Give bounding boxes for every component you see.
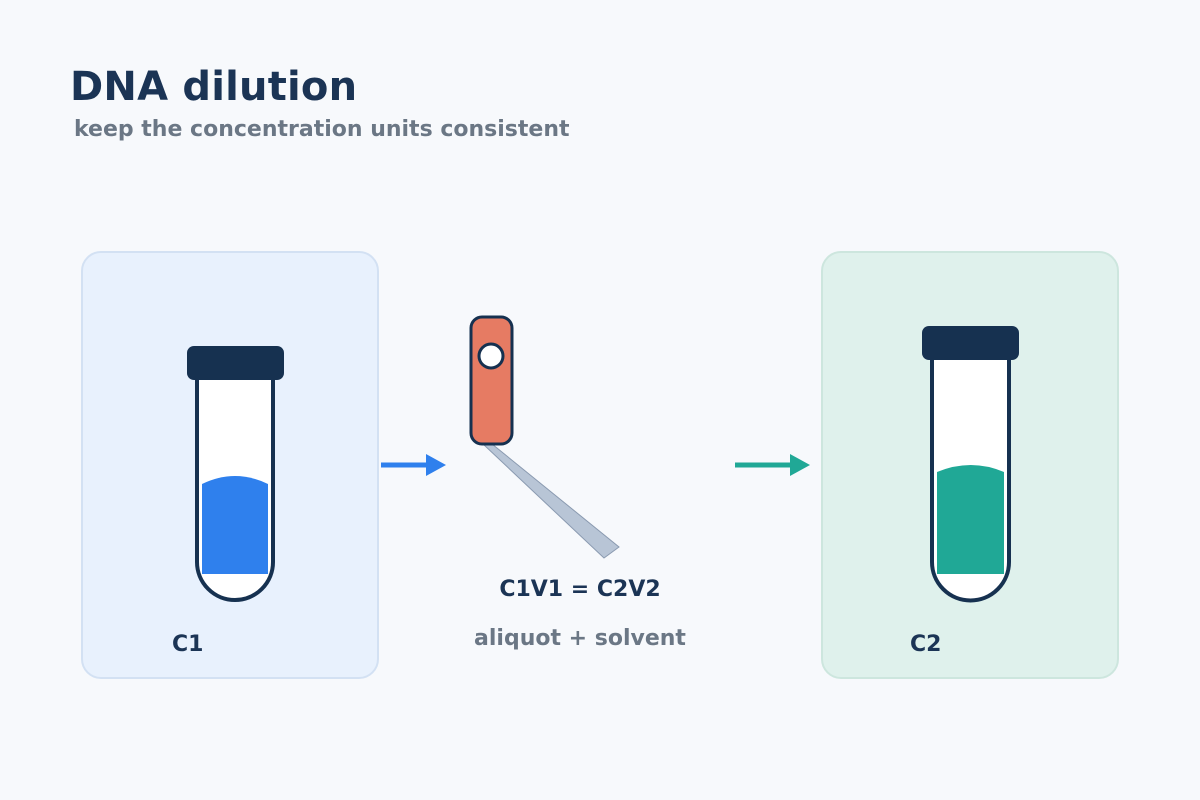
page-title: DNA dilution xyxy=(70,64,358,110)
diluted-liquid xyxy=(937,465,1004,574)
dilution-equation: C1V1 = C2V2 xyxy=(499,577,661,602)
stock-tube-cap xyxy=(187,346,284,380)
diluted-tube-cap xyxy=(922,326,1019,360)
arrow-right-icon xyxy=(735,454,810,476)
arrow-right-icon xyxy=(381,454,446,476)
pipette-button xyxy=(477,342,505,370)
page-subtitle: keep the concentration units consistent xyxy=(74,117,570,142)
diluted-tube-icon xyxy=(922,326,1019,603)
stock-label: C1 xyxy=(172,632,204,657)
pipette-icon xyxy=(469,315,620,559)
arrow-right-head xyxy=(790,454,810,476)
arrow-left-head xyxy=(426,454,446,476)
dilution-caption: aliquot + solvent xyxy=(474,626,686,651)
pipette-tip xyxy=(481,443,620,559)
stock-panel xyxy=(81,251,379,679)
pipette-body xyxy=(469,315,514,446)
stock-tube-icon xyxy=(187,346,284,602)
stock-liquid xyxy=(202,476,268,574)
diluted-label: C2 xyxy=(910,632,942,657)
